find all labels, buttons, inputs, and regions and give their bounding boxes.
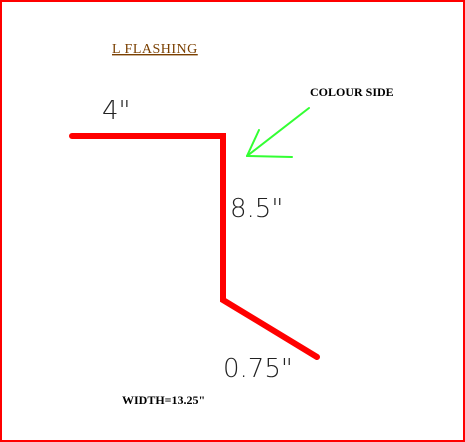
vertical-leg-dimension: 8.5"	[230, 194, 283, 224]
colour-side-label: COLOUR SIDE	[310, 85, 394, 99]
colour-side-arrow-icon	[246, 107, 310, 158]
bottom-leg-dimension: 0.75"	[223, 354, 293, 384]
width-label: WIDTH=13.25"	[122, 393, 205, 407]
diagram-title: L FLASHING	[112, 42, 198, 57]
flashing-profile	[69, 133, 320, 360]
top-leg-dimension: 4"	[102, 96, 131, 126]
